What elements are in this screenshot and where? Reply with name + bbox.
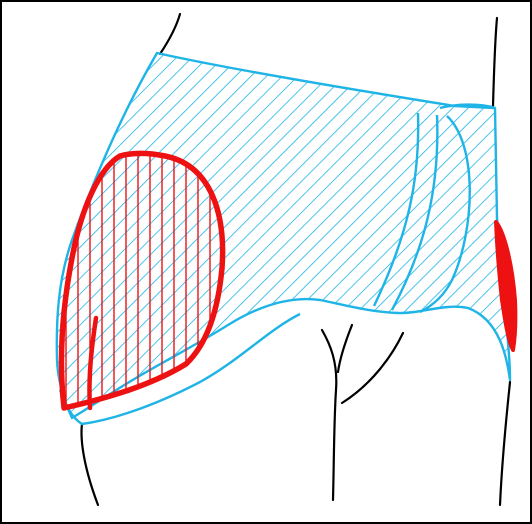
garment-diagram (0, 0, 532, 524)
illustration-canvas (0, 0, 532, 524)
